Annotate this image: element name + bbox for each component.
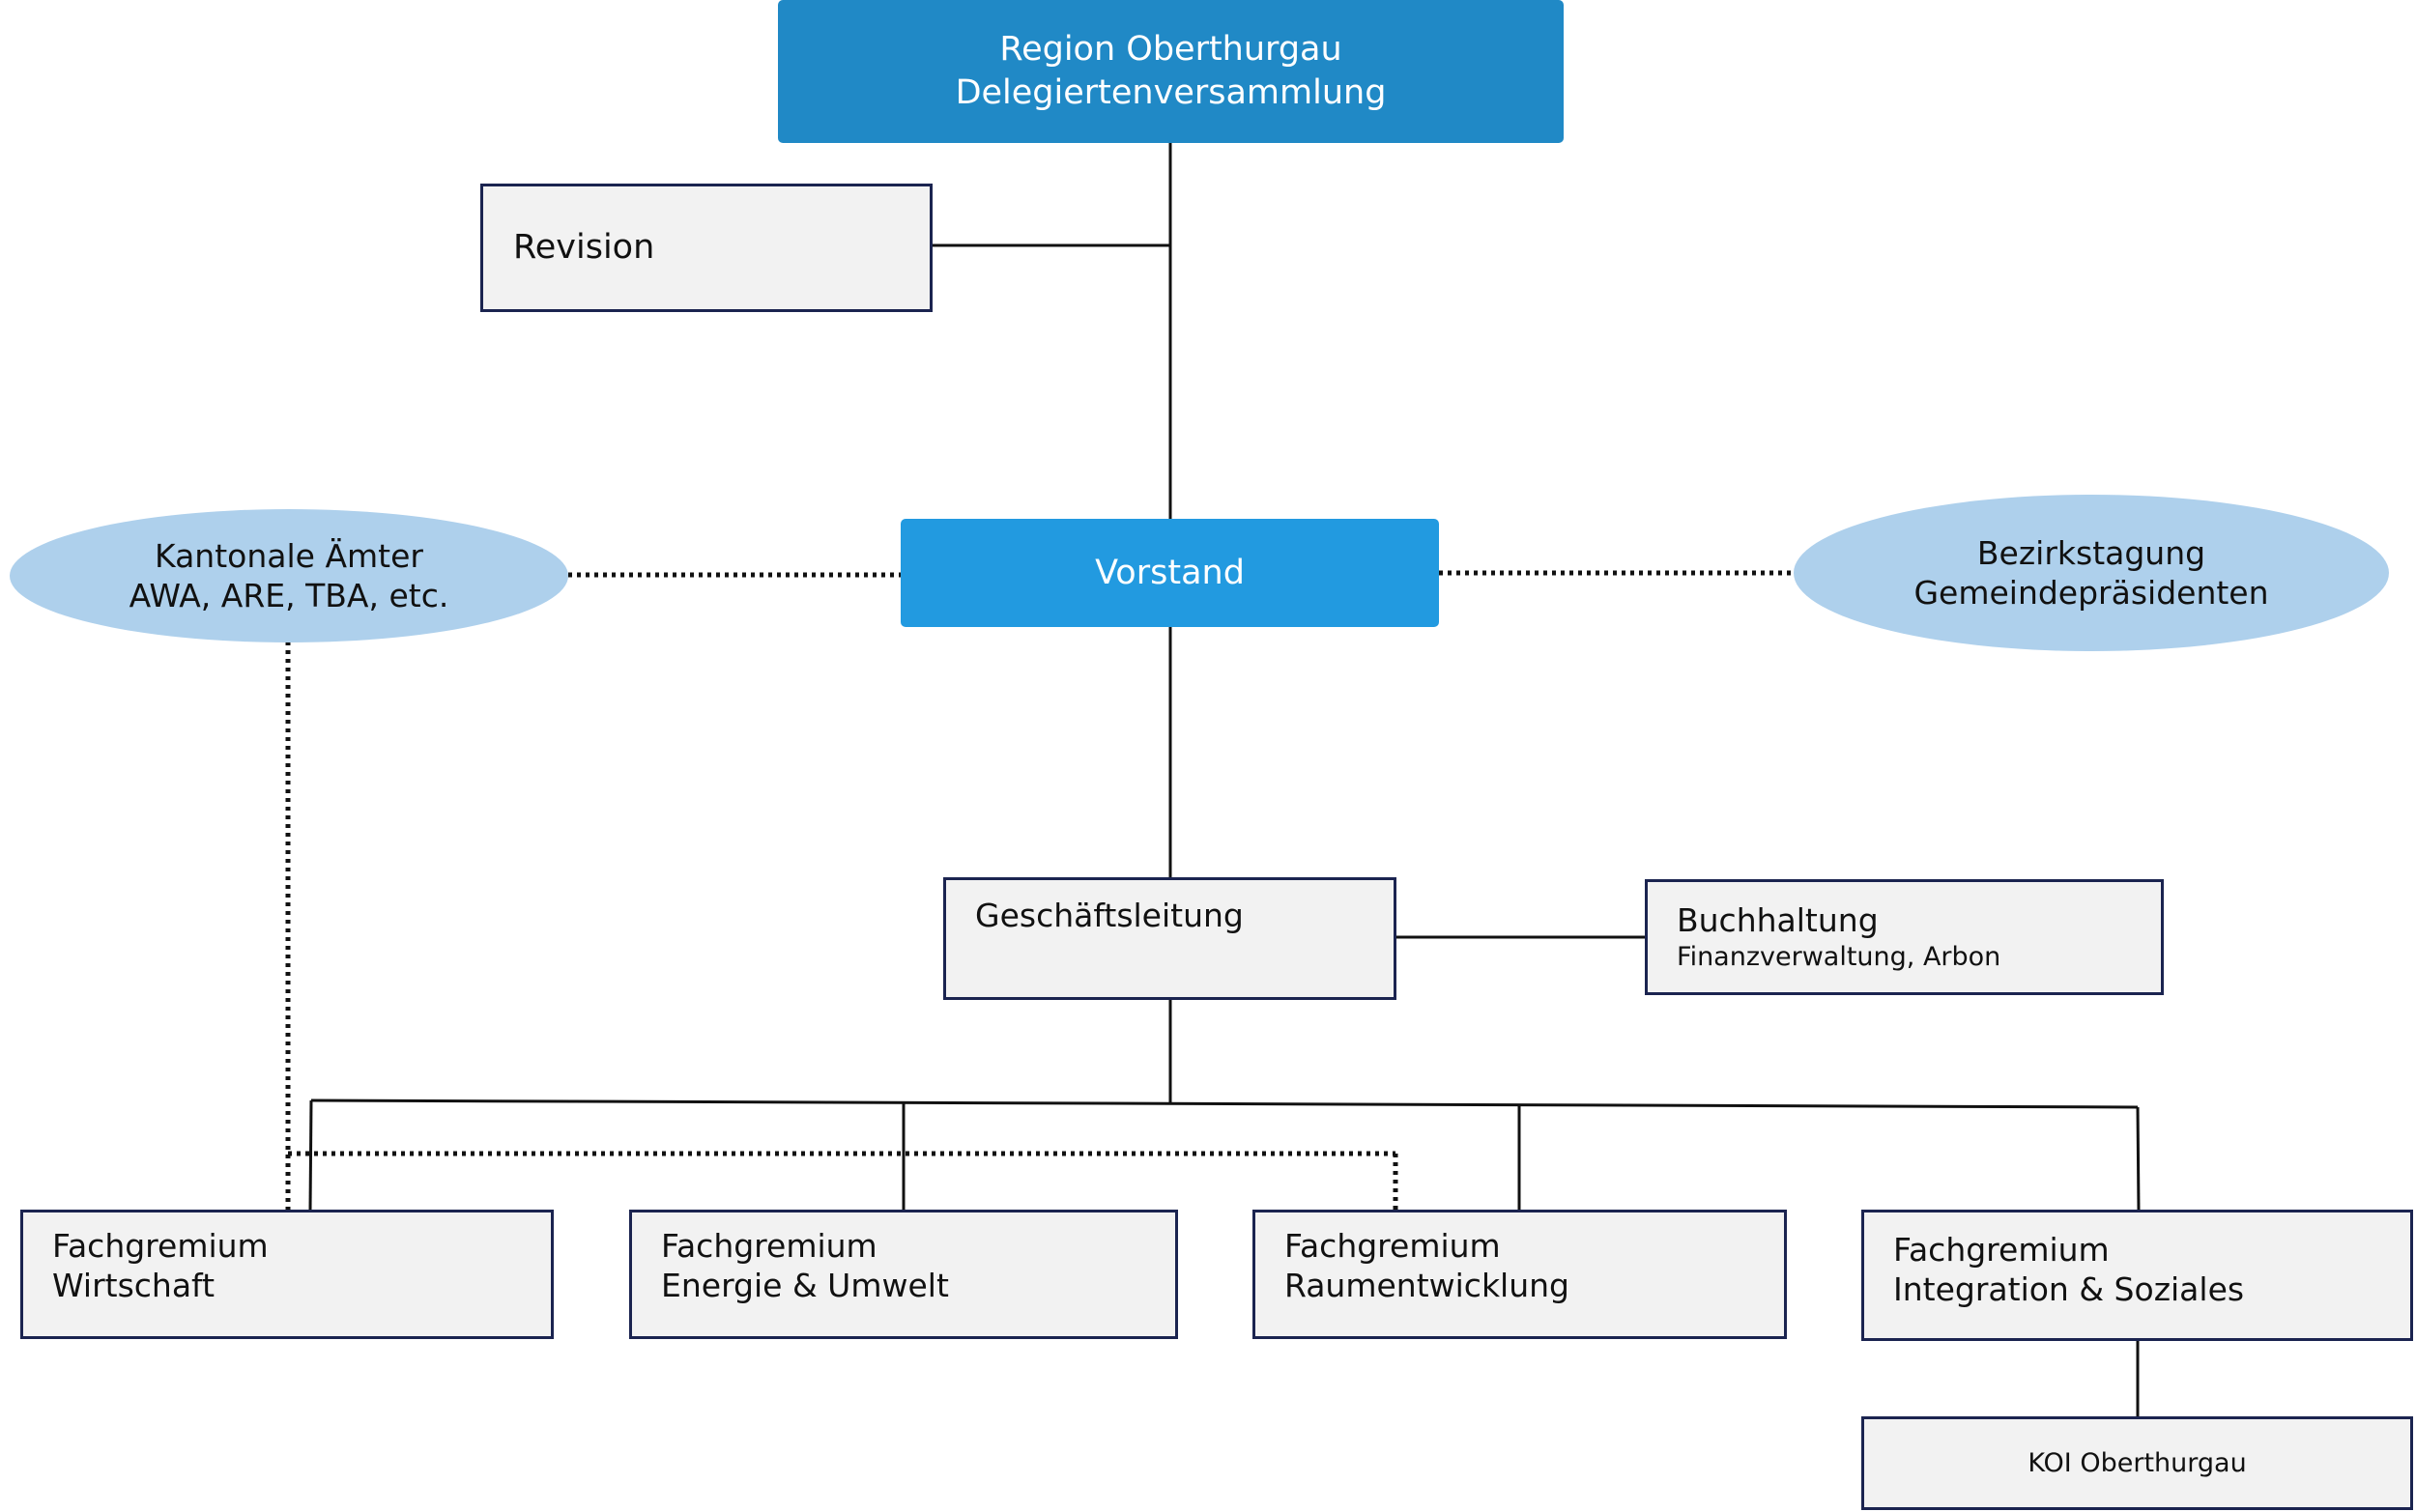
line-bus (310, 1098, 2139, 1109)
fachgremium-name: Raumentwicklung (1284, 1267, 1570, 1304)
top-box-line1: Region Oberthurgau (999, 30, 1342, 69)
revision-label: Revision (513, 228, 655, 267)
buchhaltung-line1: Buchhaltung (1677, 901, 1879, 939)
fachgremium-energie-box: Fachgremium Energie & Umwelt (629, 1210, 1178, 1339)
buchhaltung-box: Buchhaltung Finanzverwaltung, Arbon (1645, 879, 2164, 995)
geschaeftsleitung-label: Geschäftsleitung (975, 897, 1244, 934)
bezirk-line2: Gemeindepräsidenten (1913, 574, 2269, 612)
fachgremium-raumentwicklung-box: Fachgremium Raumentwicklung (1252, 1210, 1787, 1339)
kantonale-line2: AWA, ARE, TBA, etc. (129, 577, 449, 614)
drop-wirtschaft (308, 1099, 313, 1212)
fachgremium-label: Fachgremium (52, 1227, 269, 1265)
koi-oberthurgau-box: KOI Oberthurgau (1861, 1416, 2413, 1510)
koi-label: KOI Oberthurgau (2028, 1447, 2247, 1478)
top-box-line2: Delegiertenversammlung (955, 73, 1387, 112)
kantonale-line1: Kantonale Ämter (155, 537, 423, 575)
buchhaltung-line2: Finanzverwaltung, Arbon (1677, 942, 2001, 972)
vorstand-label: Vorstand (1095, 553, 1245, 592)
kantonale-aemter-ellipse: Kantonale Ämter AWA, ARE, TBA, etc. (10, 509, 568, 642)
fachgremium-label: Fachgremium (1893, 1231, 2110, 1269)
fachgremium-name: Integration & Soziales (1893, 1270, 2245, 1308)
revision-box: Revision (480, 184, 933, 312)
fachgremium-name: Energie & Umwelt (661, 1267, 949, 1304)
delegiertenversammlung-box: Region Oberthurgau Delegiertenversammlun… (778, 0, 1564, 143)
bezirkstagung-ellipse: Bezirkstagung Gemeindepräsidenten (1794, 495, 2389, 651)
vorstand-box: Vorstand (901, 519, 1439, 627)
fachgremium-label: Fachgremium (661, 1227, 877, 1265)
geschaeftsleitung-box: Geschäftsleitung (943, 877, 1396, 1000)
fachgremium-name: Wirtschaft (52, 1267, 216, 1304)
bezirk-line1: Bezirkstagung (1976, 534, 2206, 572)
drop-integration (2136, 1106, 2141, 1212)
fachgremium-integration-box: Fachgremium Integration & Soziales (1861, 1210, 2413, 1341)
fachgremium-wirtschaft-box: Fachgremium Wirtschaft (20, 1210, 554, 1339)
fachgremium-label: Fachgremium (1284, 1227, 1501, 1265)
